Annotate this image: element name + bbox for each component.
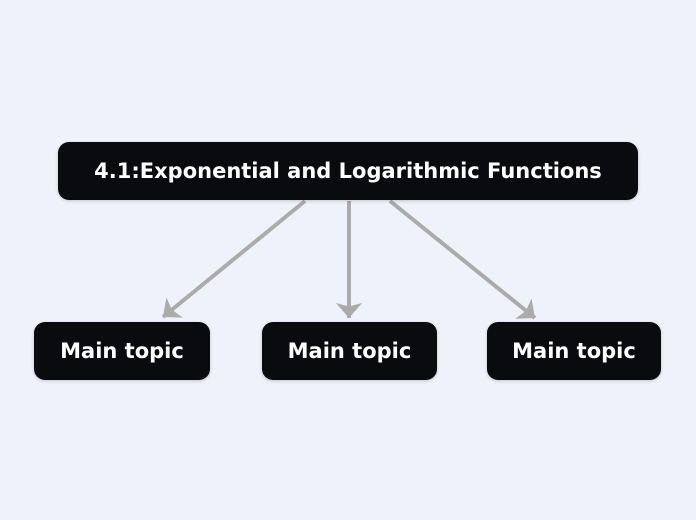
main-topic-node-2[interactable]: Main topic (262, 322, 437, 380)
main-topic-node-3[interactable]: Main topic (487, 322, 661, 380)
arrow-root-to-main-topic-1 (161, 199, 307, 319)
main-topic-node-1[interactable]: Main topic (34, 322, 210, 380)
root-topic-node[interactable]: 4.1:Exponential and Logarithmic Function… (58, 142, 638, 200)
arrow-root-to-main-topic-3 (388, 199, 537, 320)
